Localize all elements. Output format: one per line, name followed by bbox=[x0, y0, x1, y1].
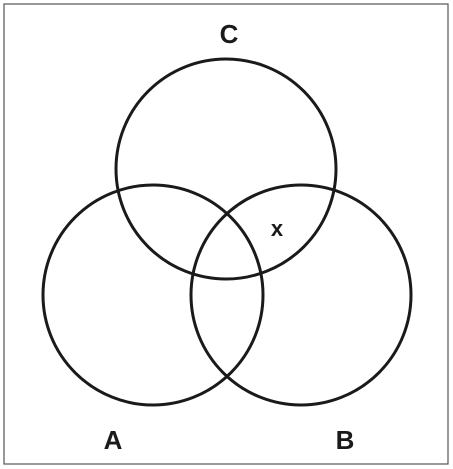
circle-a bbox=[41, 183, 265, 407]
circle-c bbox=[114, 57, 338, 281]
circle-b bbox=[189, 183, 413, 407]
region-label-bc: x bbox=[271, 216, 284, 241]
set-label-b: B bbox=[336, 425, 355, 455]
set-label-a: A bbox=[104, 425, 123, 455]
set-label-c: C bbox=[220, 19, 239, 49]
diagram-frame bbox=[3, 3, 449, 465]
